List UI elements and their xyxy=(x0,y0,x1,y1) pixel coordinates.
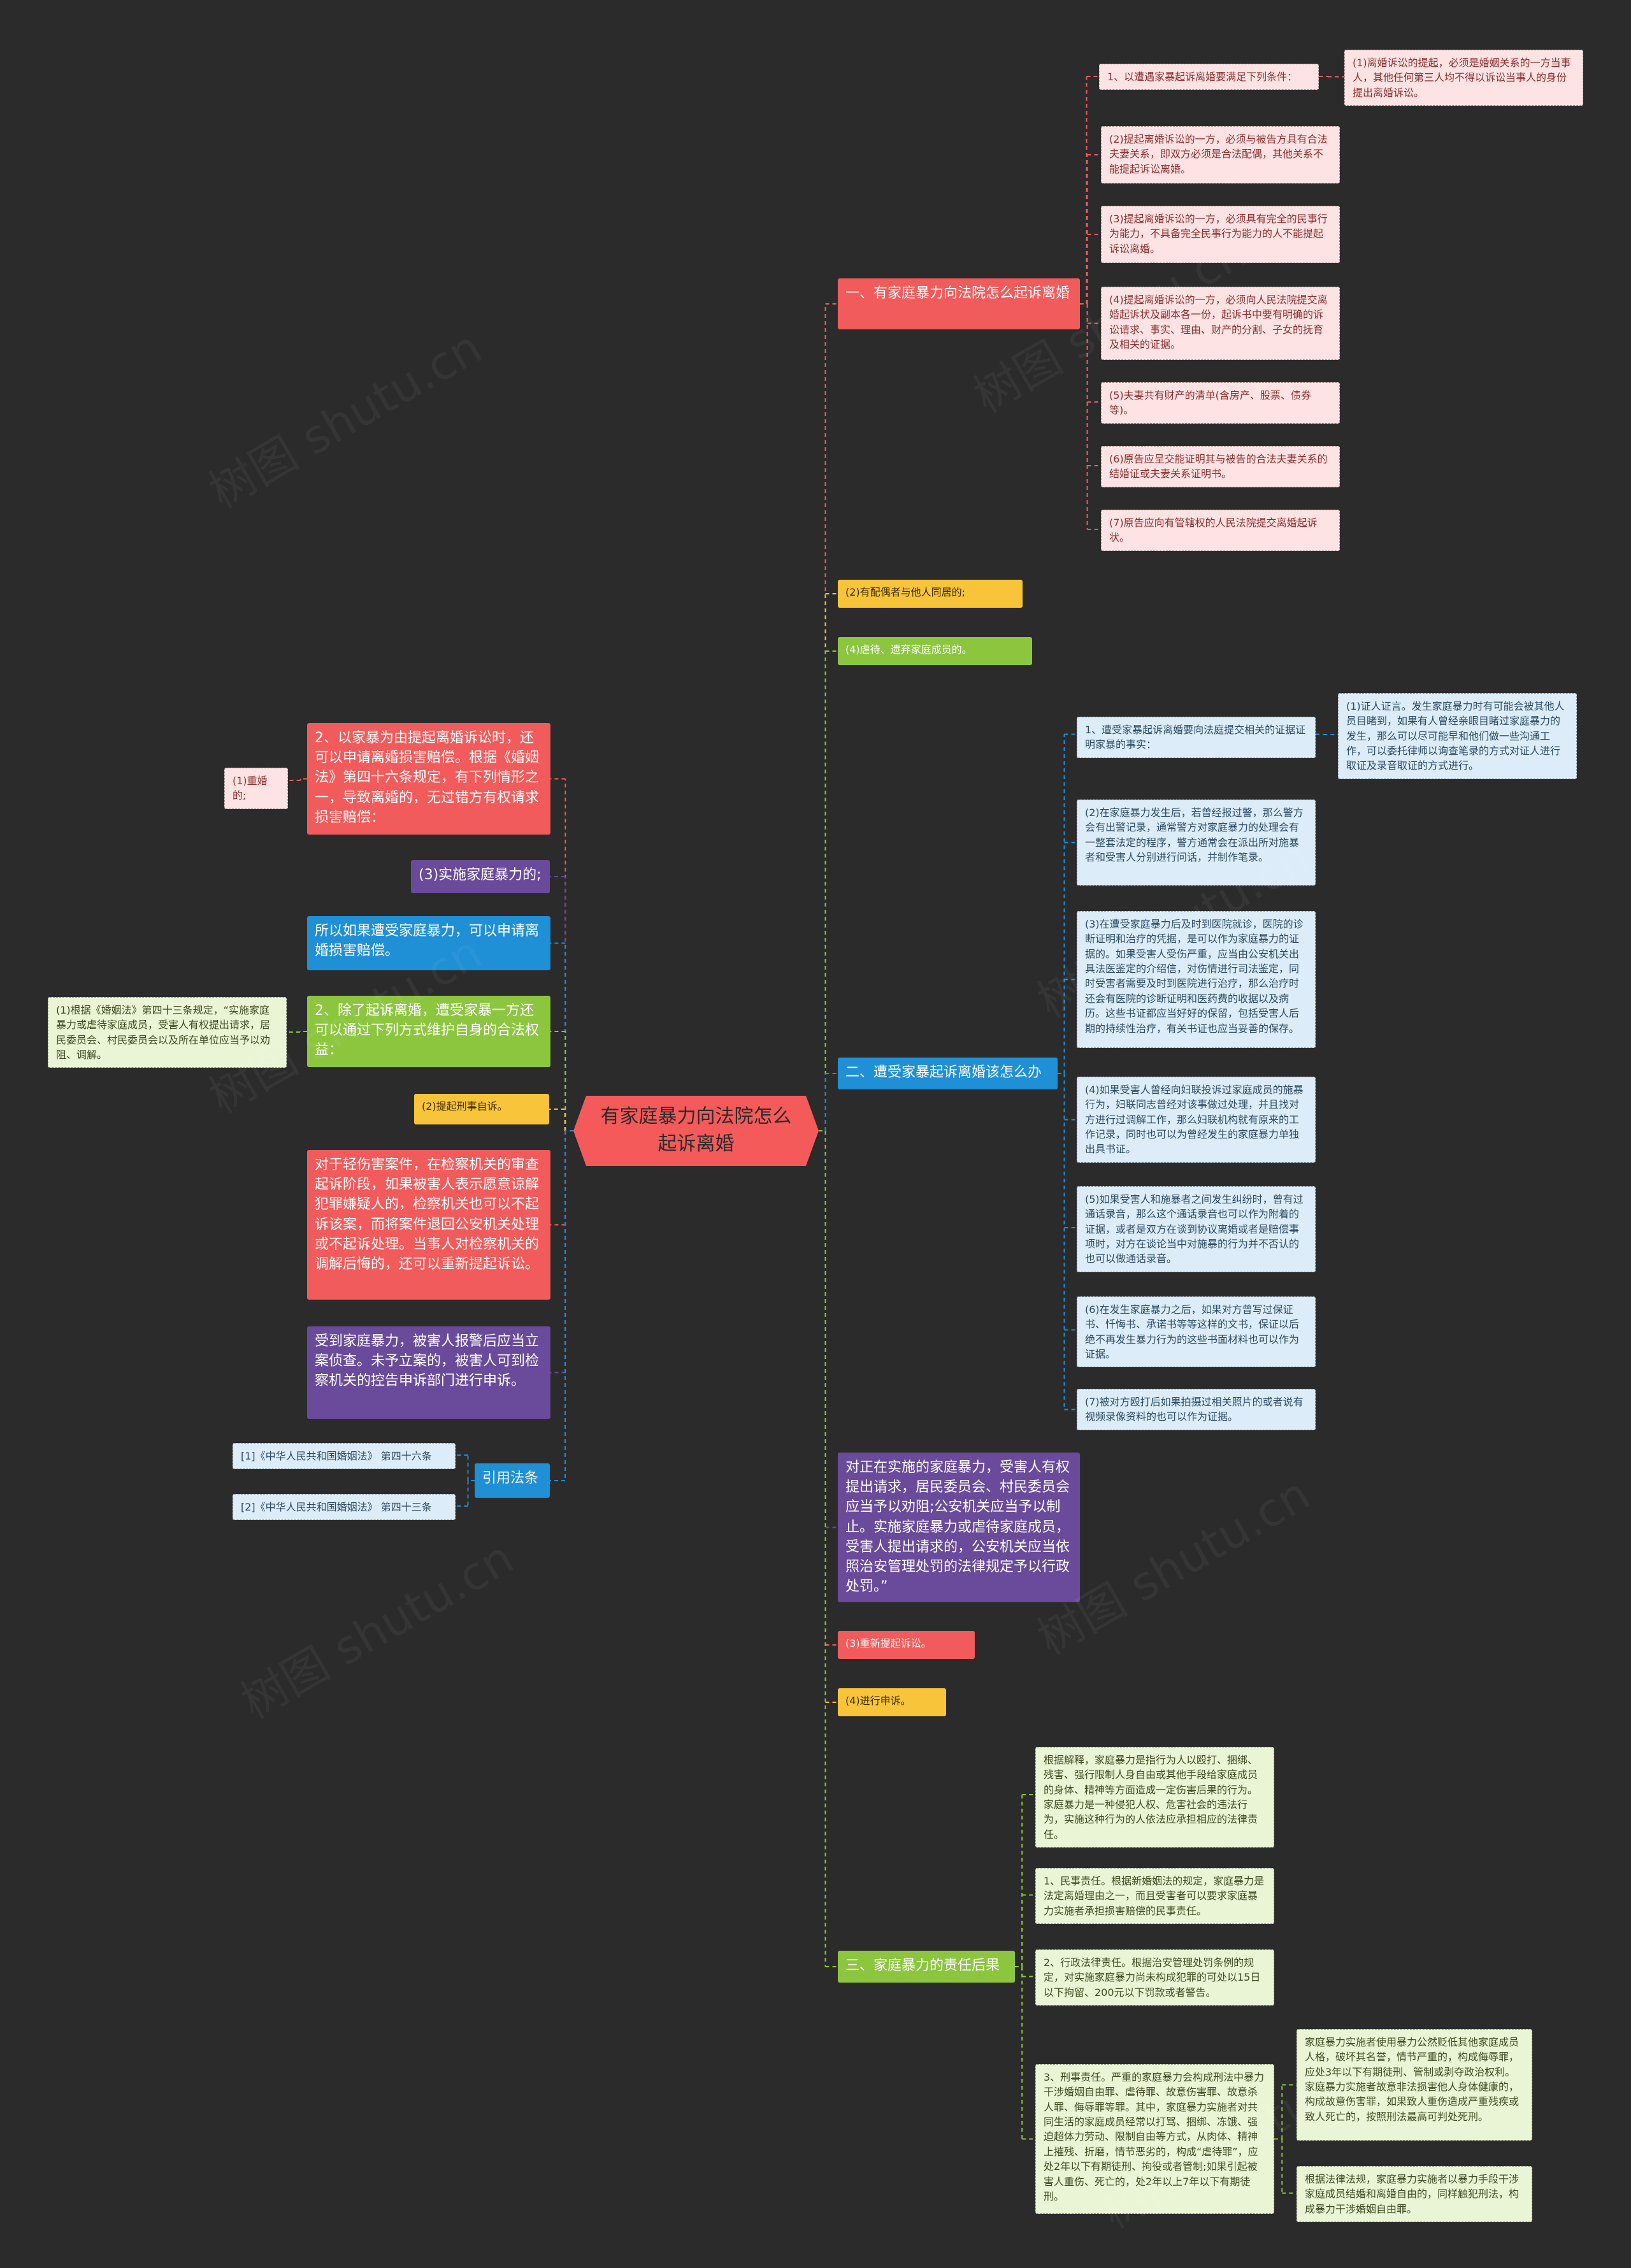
cited-law-ref[interactable]: [2]《中华人民共和国婚姻法》 第四十三条 xyxy=(233,1494,456,1521)
section-1-item[interactable]: (5)夫妻共有财产的清单(含房产、股票、债券等)。 xyxy=(1101,382,1340,424)
branch-section-1[interactable]: 一、有家庭暴力向法院怎么起诉离婚 xyxy=(838,278,1080,329)
branch-section-2[interactable]: 二、遭受家暴起诉离婚该怎么办 xyxy=(838,1058,1058,1089)
section-2-item[interactable]: (6)在发生家庭暴力之后，如果对方曾写过保证书、忏悔书、承诺书等等这样的文书，保… xyxy=(1077,1296,1316,1368)
section-2-item[interactable]: (7)被对方殴打后如果拍摄过相关照片的或者说有视频录像资料的也可以作为证据。 xyxy=(1077,1389,1316,1430)
branch-violence[interactable]: (3)实施家庭暴力的; xyxy=(411,860,550,893)
section-3-item[interactable]: 根据解释，家庭暴力是指行为人以殴打、捆绑、残害、强行限制人身自由或其他手段给家庭… xyxy=(1035,1747,1274,1848)
branch-minor-injury[interactable]: 对于轻伤害案件，在检察机关的审查起诉阶段，如果被害人表示愿意谅解犯罪嫌疑人的，检… xyxy=(307,1150,550,1300)
branch-administrative-penalty[interactable]: 对正在实施的家庭暴力，受害人有权提出请求，居民委员会、村民委员会应当予以劝阻;公… xyxy=(838,1453,1080,1602)
section-2-item[interactable]: (5)如果受害人和施暴者之间发生纠纷时，曾有过通话录音，那么这个通话录音也可以作… xyxy=(1077,1186,1316,1272)
branch-damages[interactable]: 2、以家暴为由提起离婚诉讼时，还可以申请离婚损害赔偿。根据《婚姻法》第四十六条规… xyxy=(307,723,550,835)
branch-other-remedies[interactable]: 2、除了起诉离婚，遭受家暴一方还可以通过下列方式维护自身的合法权益： xyxy=(307,996,550,1067)
branch-cohabitation[interactable]: (2)有配偶者与他人同居的; xyxy=(838,580,1023,608)
section-2-item[interactable]: (3)在遭受家庭暴力后及时到医院就诊，医院的诊断证明和治疗的凭据，是可以作为家庭… xyxy=(1077,911,1316,1048)
branch-cited-laws[interactable]: 引用法条 xyxy=(475,1463,550,1498)
branch-private-prosecution[interactable]: (2)提起刑事自诉。 xyxy=(414,1094,549,1124)
section-1-item[interactable]: (3)提起离婚诉讼的一方，必须具有完全的民事行为能力，不具备完全民事行为能力的人… xyxy=(1101,206,1340,263)
section-3-item[interactable]: 2、行政法律责任。根据治安管理处罚条例的规定，对实施家庭暴力尚未构成犯罪的可处以… xyxy=(1035,1949,1274,2006)
damages-bigamy[interactable]: (1)重婚的; xyxy=(224,768,288,809)
section-2-intro-detail[interactable]: (1)证人证言。发生家庭暴力时有可能会被其他人员目睹到，如果有人曾经亲眼目睹过家… xyxy=(1338,693,1577,779)
section-1-intro[interactable]: 1、以遭遇家暴起诉离婚要满足下列条件： xyxy=(1099,64,1319,90)
root-topic[interactable]: 有家庭暴力向法院怎么起诉离婚 xyxy=(573,1096,819,1166)
section-1-item[interactable]: (6)原告应呈交能证明其与被告的合法夫妻关系的结婚证或夫妻关系证明书。 xyxy=(1101,446,1340,487)
branch-refile[interactable]: (3)重新提起诉讼。 xyxy=(838,1631,975,1659)
branch-abuse[interactable]: (4)虐待、遗弃家庭成员的。 xyxy=(838,637,1032,665)
section-3-subitem[interactable]: 家庭暴力实施者使用暴力公然贬低其他家庭成员人格，破坏其名誉，情节严重的，构成侮辱… xyxy=(1297,2029,1532,2141)
other-remedies-detail[interactable]: (1)根据《婚姻法》第四十三条规定，“实施家庭暴力或虐待家庭成员，受害人有权提出… xyxy=(48,997,287,1068)
section-1-intro-detail[interactable]: (1)离婚诉讼的提起，必须是婚姻关系的一方当事人，其他任何第三人均不得以诉讼当事… xyxy=(1344,50,1583,106)
branch-police-report[interactable]: 受到家庭暴力，被害人报警后应当立案侦查。未予立案的，被害人可到检察机关的控告申诉… xyxy=(307,1326,550,1419)
section-1-item[interactable]: (4)提起离婚诉讼的一方，必须向人民法院提交离婚起诉状及副本各一份，起诉书中要有… xyxy=(1101,287,1340,360)
branch-apply-damages[interactable]: 所以如果遭受家庭暴力，可以申请离婚损害赔偿。 xyxy=(307,916,550,970)
branch-appeal[interactable]: (4)进行申诉。 xyxy=(838,1688,946,1716)
section-3-item[interactable]: 3、刑事责任。严重的家庭暴力会构成刑法中暴力干涉婚姻自由罪、虐待罪、故意伤害罪、… xyxy=(1035,2064,1274,2214)
branch-section-3[interactable]: 三、家庭暴力的责任后果 xyxy=(838,1951,1015,1983)
section-3-item[interactable]: 1、民事责任。根据新婚姻法的规定，家庭暴力是法定离婚理由之一，而且受害者可以要求… xyxy=(1035,1868,1274,1925)
cited-law-ref[interactable]: [1]《中华人民共和国婚姻法》 第四十六条 xyxy=(233,1443,456,1470)
section-3-subitem[interactable]: 根据法律法规，家庭暴力实施者以暴力手段干涉家庭成员结婚和离婚自由的，同样触犯刑法… xyxy=(1297,2166,1532,2223)
section-2-item[interactable]: (4)如果受害人曾经向妇联投诉过家庭成员的施暴行为，妇联同志曾经对该事做过处理，… xyxy=(1077,1077,1316,1163)
section-2-item[interactable]: (2)在家庭暴力发生后，若曾经报过警，那么警方会有出警记录，通常警方对家庭暴力的… xyxy=(1077,800,1316,886)
section-1-item[interactable]: (2)提起离婚诉讼的一方，必须与被告方具有合法夫妻关系，即双方必须是合法配偶，其… xyxy=(1101,126,1340,183)
section-2-intro[interactable]: 1、遭受家暴起诉离婚要向法庭提交相关的证据证明家暴的事实： xyxy=(1077,717,1316,758)
section-1-item[interactable]: (7)原告应向有管辖权的人民法院提交离婚起诉状。 xyxy=(1101,510,1340,551)
